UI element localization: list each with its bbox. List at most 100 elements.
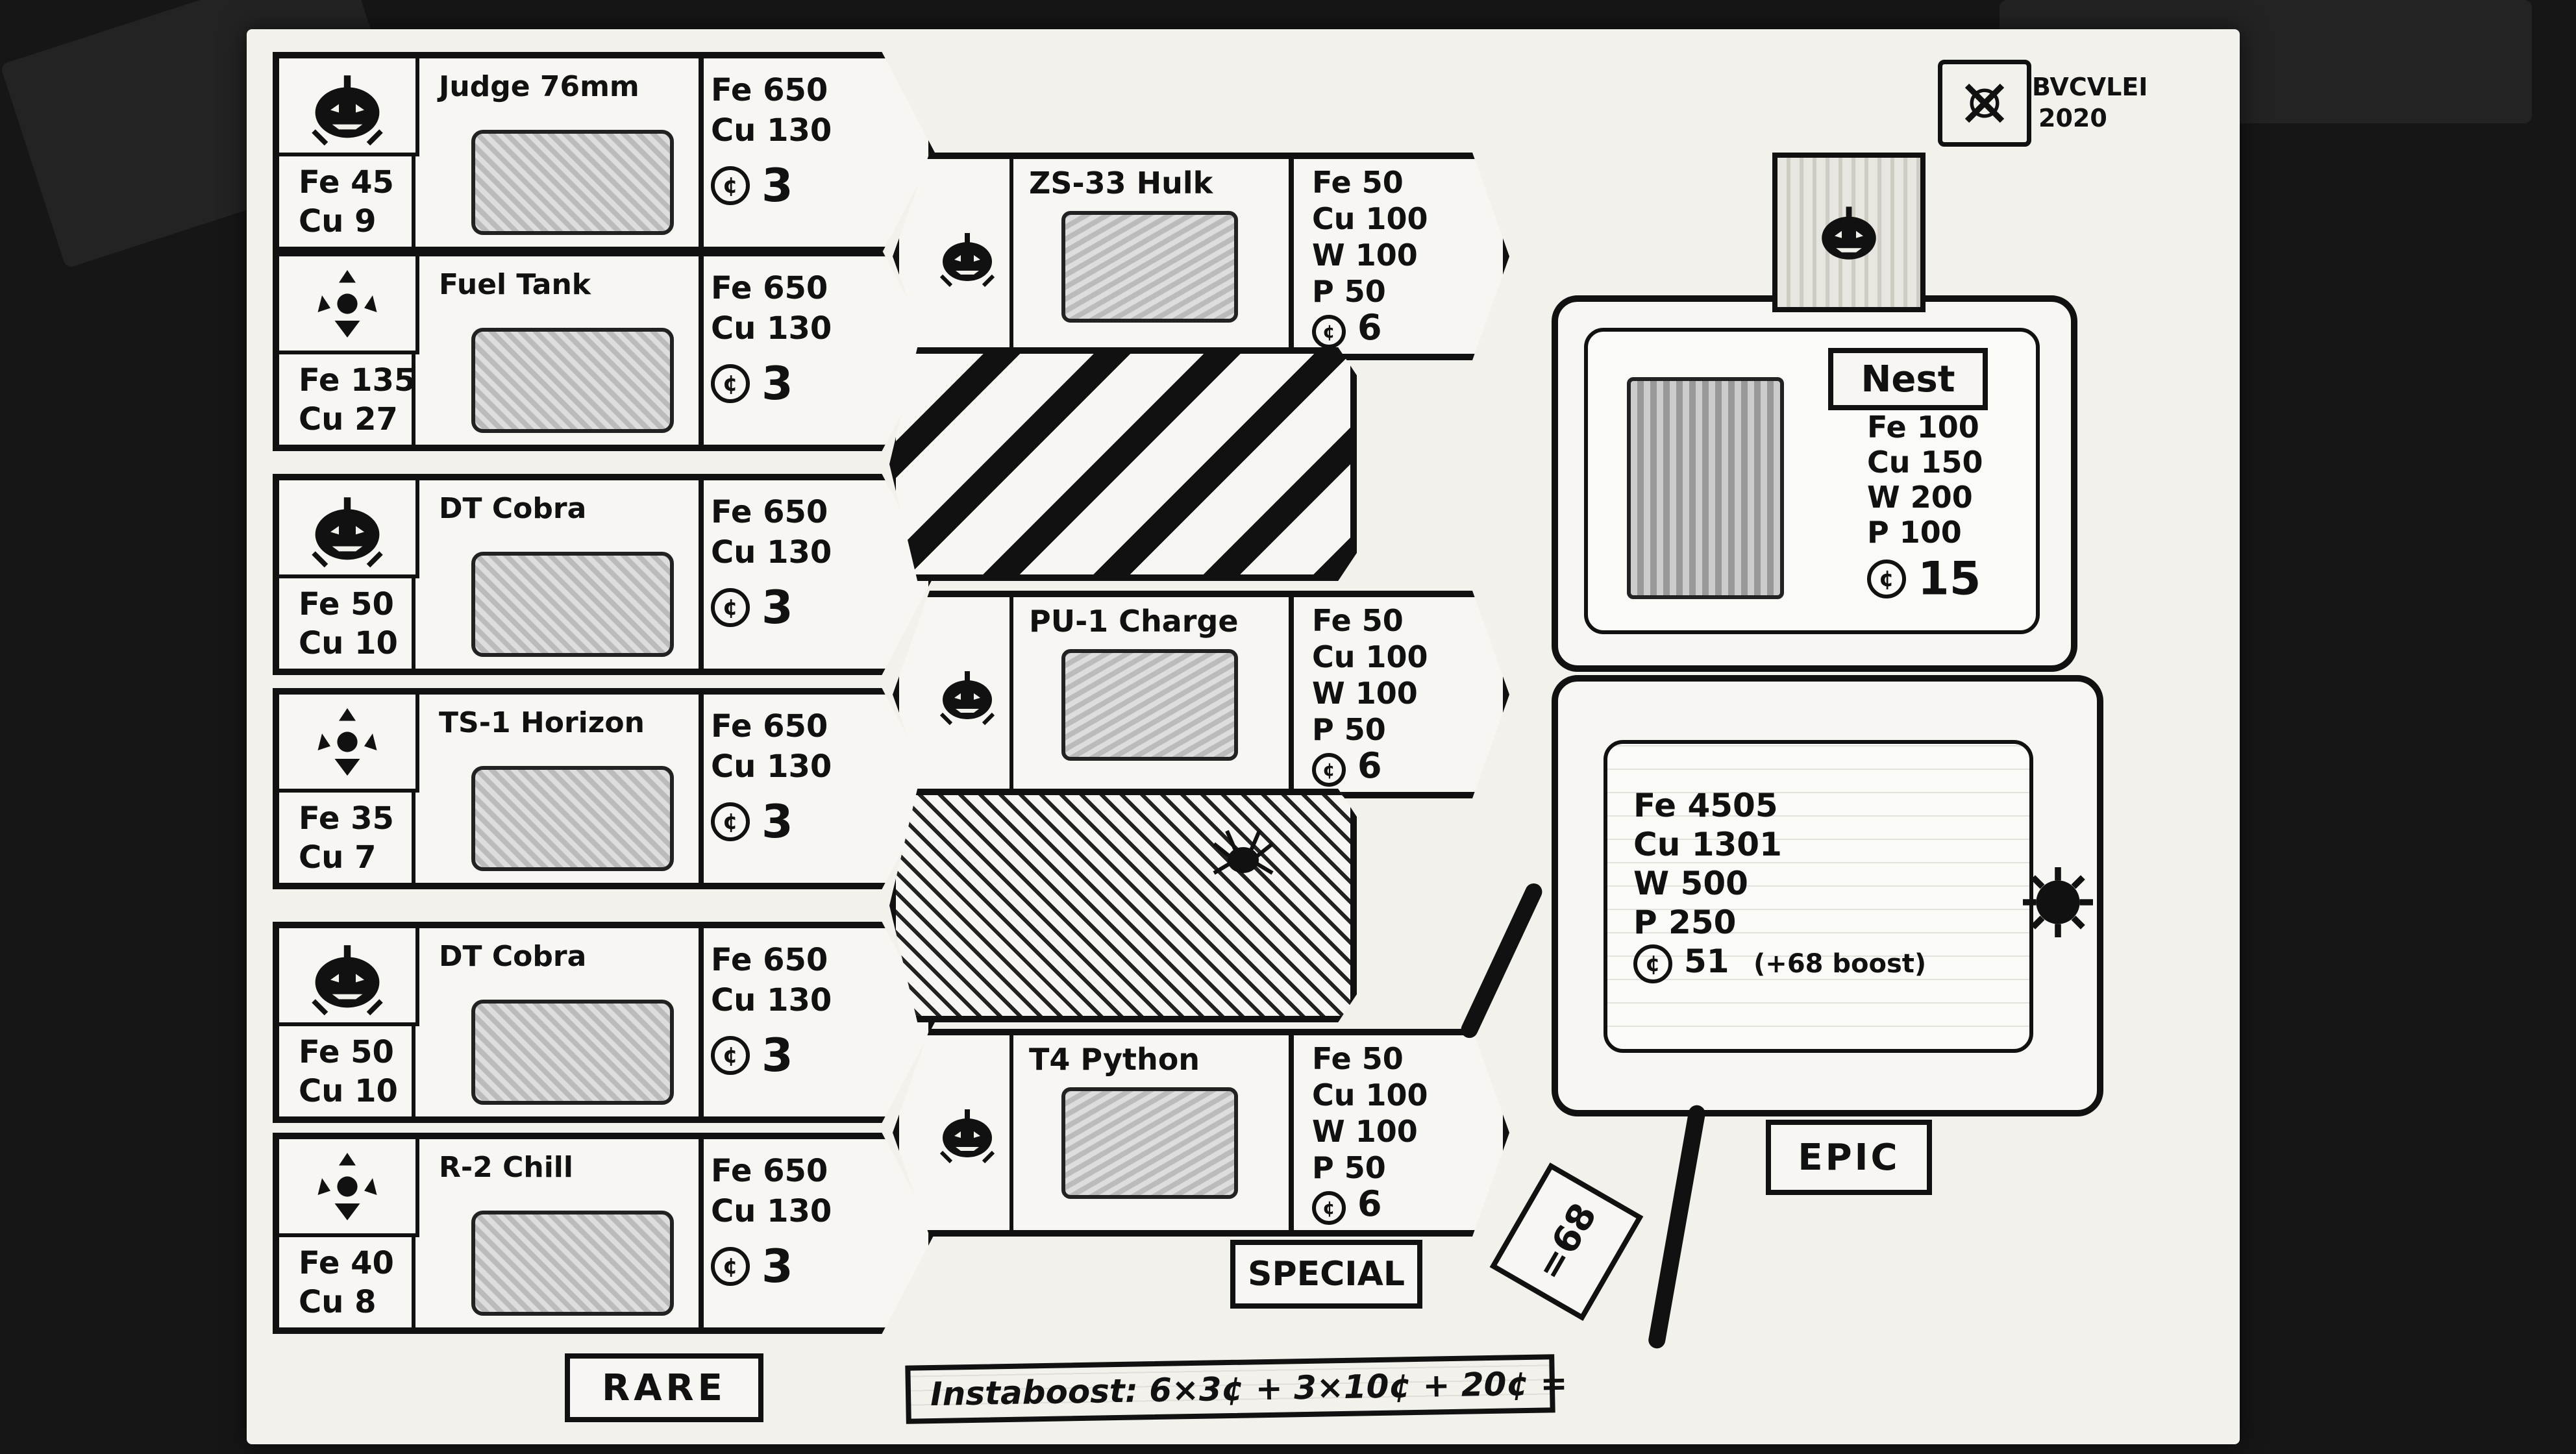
middle-card-coin: 6: [1357, 745, 1382, 786]
card-cost-cu: Cu 9: [299, 203, 377, 240]
middle-card-coin: 6: [1357, 1183, 1382, 1224]
mine-icon: [2019, 863, 2097, 941]
nest-title: Nest: [1828, 348, 1988, 410]
signature-block: BVCVLEI 2020: [1938, 60, 2198, 151]
middle-card-art: [1061, 1087, 1238, 1199]
stat-p: P 50: [1312, 1150, 1386, 1185]
card-price-cu: Cu 130: [711, 310, 832, 347]
card-price-cu: Cu 130: [711, 1193, 832, 1229]
middle-card-coin: 6: [1357, 307, 1382, 348]
stat-cu: Cu 100: [1312, 1078, 1428, 1113]
stat-fe: Fe 50: [1312, 165, 1404, 200]
card-art: [471, 130, 674, 235]
stat-p: P 50: [1312, 712, 1386, 747]
card-coin-value: 3: [762, 1240, 793, 1293]
stat-w: W 100: [1312, 676, 1418, 711]
nest-coin-icon: ¢: [1867, 559, 1906, 598]
card-coin-value: 3: [762, 581, 793, 634]
signature-name: BVCVLEI: [2032, 73, 2148, 101]
stat-p: P 50: [1312, 274, 1386, 309]
pumpkin-icon: [925, 597, 1013, 792]
nest-stat-w: W 200: [1867, 480, 1973, 515]
card-main: DT Cobra: [419, 480, 704, 669]
card-price-fe: Fe 650: [711, 942, 828, 978]
card-art: [471, 1000, 674, 1105]
epic-label: EPIC: [1766, 1120, 1932, 1195]
coin-icon: ¢: [1312, 752, 1346, 787]
striped-hatch-panel: [889, 347, 1357, 581]
total-boost: (+68 boost): [1753, 949, 1927, 979]
card-name: R-2 Chill: [439, 1151, 573, 1184]
pumpkin-icon: [925, 159, 1013, 354]
pumpkin-icon: [279, 928, 419, 1026]
card-cost-cu: Cu 27: [299, 401, 398, 437]
nest-stat-cu: Cu 150: [1867, 445, 1983, 480]
stat-fe: Fe 50: [1312, 603, 1404, 638]
stat-w: W 100: [1312, 1114, 1418, 1149]
card-price-cu: Cu 130: [711, 748, 832, 785]
totals-panel: Fe 4505 Cu 1301 W 500 P 250 ¢51 (+68 boo…: [1552, 675, 2103, 1116]
card-cost-cu: Cu 10: [299, 1073, 398, 1109]
signature-logo-icon: [1938, 60, 2031, 147]
coin-icon: ¢: [711, 364, 750, 403]
special-label: SPECIAL: [1230, 1240, 1422, 1309]
coin-icon: ¢: [1312, 314, 1346, 349]
coin-icon: ¢: [711, 588, 750, 627]
nest-pumpkin-icon: [1772, 153, 1926, 312]
nest-panel: Nest Fe 100 Cu 150 W 200 P 100 ¢15: [1552, 295, 2077, 672]
card-cost-fe: Fe 50: [299, 1034, 394, 1070]
card-name: TS-1 Horizon: [439, 706, 645, 739]
spider-icon: [1208, 824, 1279, 889]
stat-cu: Cu 100: [1312, 201, 1428, 236]
card-main: DT Cobra: [419, 928, 704, 1116]
card-name: Fuel Tank: [439, 268, 591, 301]
coin-icon: ¢: [711, 1036, 750, 1075]
nest-art: [1627, 377, 1784, 599]
card-main: Fuel Tank: [419, 256, 704, 445]
card-price-fe: Fe 650: [711, 72, 828, 108]
total-w: W 500: [1633, 865, 1748, 902]
pumpkin-icon: [279, 58, 419, 156]
gear-icon: [279, 1139, 419, 1237]
totals-inner-panel: Fe 4505 Cu 1301 W 500 P 250 ¢51 (+68 boo…: [1604, 740, 2033, 1053]
stat-w: W 100: [1312, 238, 1418, 273]
card-price-cu: Cu 130: [711, 534, 832, 571]
card-art: [471, 552, 674, 657]
coin-icon: ¢: [711, 802, 750, 841]
pumpkin-icon: [279, 480, 419, 578]
card-cost-cu: Cu 10: [299, 625, 398, 661]
nest-stat-fe: Fe 100: [1867, 410, 1979, 445]
totals-stats: Fe 4505 Cu 1301 W 500 P 250 ¢51 (+68 boo…: [1633, 786, 1926, 983]
coin-icon: ¢: [711, 1247, 750, 1286]
nest-stats: Fe 100 Cu 150 W 200 P 100 ¢15: [1867, 410, 1983, 602]
total-coin-value: 51: [1684, 943, 1729, 980]
gear-icon: [279, 695, 419, 793]
card-main: Judge 76mm: [419, 58, 704, 247]
nest-stat-p: P 100: [1867, 515, 1962, 550]
card-price-fe: Fe 650: [711, 1153, 828, 1189]
card-cost-cu: Cu 7: [299, 839, 377, 876]
card-coin-value: 3: [762, 795, 793, 848]
card-price-fe: Fe 650: [711, 708, 828, 745]
card-name: DT Cobra: [439, 492, 587, 525]
diamond-plate-panel: [889, 789, 1357, 1022]
instaboost-banner: Instaboost: 6×3¢ + 3×10¢ + 20¢ =: [905, 1354, 1568, 1424]
